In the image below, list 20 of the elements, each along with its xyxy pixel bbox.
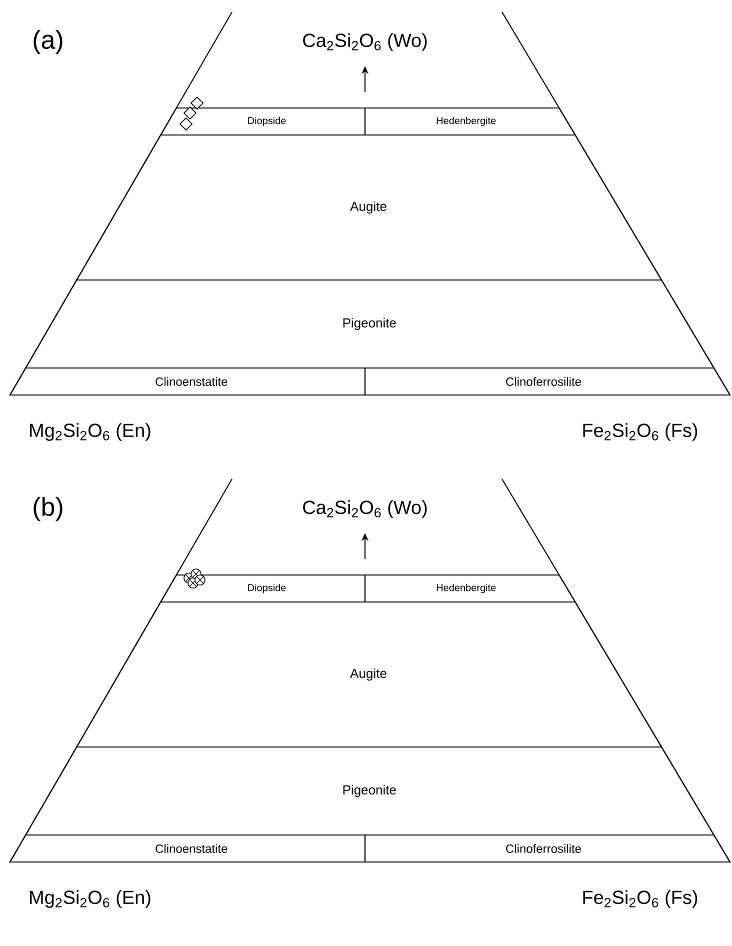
mineral-field: Clinoenstatite	[9, 367, 366, 396]
mineral-field: Augite	[76, 134, 662, 281]
end-member-label: Ca$_{2}$Si$_{2}$O$_{6}$ (Wo)	[303, 33, 427, 51]
end-member-label: Fe$_{2}$Si$_{2}$O$_{6}$ (Fs)	[583, 423, 698, 441]
mineral-field: Diopside	[160, 107, 366, 136]
mineral-field: Diopside	[160, 574, 366, 603]
mineral-field: Pigeonite	[24, 746, 715, 836]
end-member-label: Mg$_{2}$Si$_{2}$O$_{6}$ (En)	[30, 423, 150, 441]
mineral-field: Clinoferrosilite	[364, 834, 731, 863]
panel-label: (a)	[34, 30, 62, 54]
end-member-label: Fe$_{2}$Si$_{2}$O$_{6}$ (Fs)	[583, 890, 698, 908]
mineral-field: Augite	[76, 601, 662, 748]
mineral-field: Clinoenstatite	[9, 834, 366, 863]
mineral-field: Hedenbergite	[364, 574, 576, 603]
mineral-field: Pigeonite	[24, 279, 715, 369]
end-member-label: Mg$_{2}$Si$_{2}$O$_{6}$ (En)	[30, 890, 150, 908]
mineral-field: Clinoferrosilite	[364, 367, 731, 396]
panel-label: (b)	[34, 496, 62, 522]
mineral-field: Hedenbergite	[364, 107, 576, 136]
end-member-label: Ca$_{2}$Si$_{2}$O$_{6}$ (Wo)	[303, 500, 427, 518]
